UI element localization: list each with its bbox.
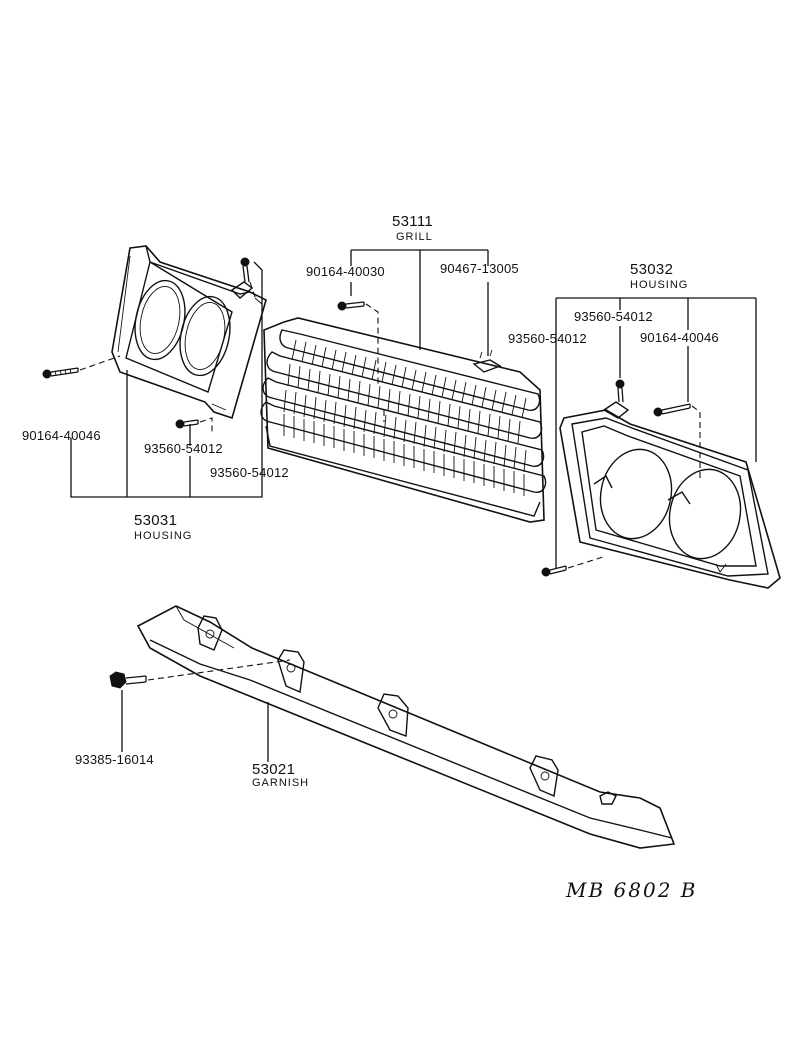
- housing-right-part-name: HOUSING: [630, 279, 689, 291]
- grill-part-name: GRILL: [396, 231, 433, 243]
- screw-left-outer-icon: [240, 257, 250, 283]
- screw-right-bottom-icon: [541, 565, 567, 577]
- left-housing-53031: [111, 245, 267, 420]
- garnish-part-name: GARNISH: [252, 777, 310, 789]
- screw-right-top-label: 93560-54012: [574, 309, 653, 324]
- screw-grill-left-label: 90164-40030: [306, 264, 385, 279]
- bolt-garnish-label: 93385-16014: [75, 752, 154, 767]
- screw-right-long-icon: [653, 403, 691, 417]
- grill-53111: [260, 317, 547, 523]
- screw-right-long-label: 90164-40046: [640, 330, 719, 345]
- screw-grill-icon: [337, 301, 365, 311]
- housing-left-part-name: HOUSING: [134, 530, 193, 542]
- housing-right-part-number: 53032: [630, 261, 674, 278]
- screw-right-top-icon: [615, 379, 625, 403]
- bolt-garnish-icon: [109, 671, 147, 689]
- grill-slats: [283, 339, 527, 496]
- screw-left-long-label: 90164-40046: [22, 428, 101, 443]
- drawing-code: MB 6802 B: [566, 878, 698, 902]
- screw-left-outer-label: 93560-54012: [210, 465, 289, 480]
- clip-grill-right-label: 90467-13005: [440, 261, 519, 276]
- housing-left-part-number: 53031: [134, 512, 178, 529]
- screw-left-inner-label: 93560-54012: [144, 441, 223, 456]
- right-housing-53032: [559, 401, 781, 589]
- garnish-part-number: 53021: [252, 761, 296, 778]
- screw-right-mid-label: 93560-54012: [508, 331, 587, 346]
- grill-part-number: 53111: [392, 213, 433, 230]
- screw-left-inner-icon: [175, 419, 199, 429]
- garnish-53021: [136, 605, 676, 849]
- screw-left-long-icon: [42, 367, 79, 379]
